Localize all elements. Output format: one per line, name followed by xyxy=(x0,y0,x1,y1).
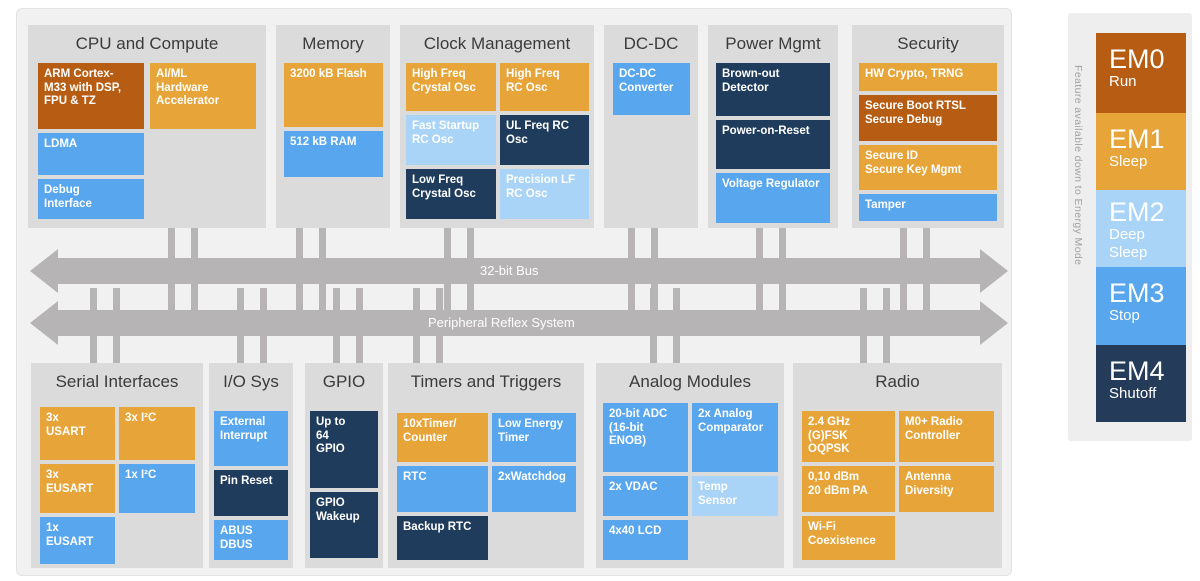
bus-32bit-arrow: 32-bit Bus xyxy=(30,249,1008,293)
block-hw-crypto-trng: HW Crypto, TRNG xyxy=(859,63,997,91)
bus-prs-arrow: Peripheral Reflex System xyxy=(30,301,1008,345)
bus-arrowhead-right-icon xyxy=(980,301,1008,345)
block-temp-sensor: Temp Sensor xyxy=(692,476,778,516)
panel-dcdc: DC-DC DC-DC Converter xyxy=(604,25,698,228)
panel-clock-management: Clock Management High Freq Crystal Osc H… xyxy=(400,25,594,228)
bus-arrowhead-right-icon xyxy=(980,249,1008,293)
panel-title: Timers and Triggers xyxy=(410,372,562,391)
block-antenna-diversity: Antenna Diversity xyxy=(899,466,994,512)
energy-mode-state: Stop xyxy=(1109,307,1140,325)
energy-mode-em2: EM2 Deep Sleep xyxy=(1096,190,1186,267)
block-aiml-accelerator: AI/ML Hardware Accelerator xyxy=(150,63,256,129)
block-wifi-coexistence: Wi-Fi Coexistence xyxy=(802,516,895,560)
block-watchdog: 2xWatchdog xyxy=(492,466,576,512)
energy-mode-state: Shutoff xyxy=(1109,385,1157,403)
block-gpio-wakeup: GPIO Wakeup xyxy=(310,492,378,558)
energy-mode-state: Sleep xyxy=(1109,153,1148,171)
panel-title: Radio xyxy=(875,372,920,391)
block-pin-reset: Pin Reset xyxy=(214,470,288,516)
energy-mode-name: EM2 xyxy=(1109,197,1165,227)
block-flash: 3200 kB Flash xyxy=(284,63,383,127)
block-high-freq-crystal-osc: High Freq Crystal Osc xyxy=(406,63,496,111)
panel-gpio: GPIO Up to 64 GPIO GPIO Wakeup xyxy=(305,363,383,568)
block-low-freq-crystal-osc: Low Freq Crystal Osc xyxy=(406,169,496,219)
block-secure-id-key-mgmt: Secure ID Secure Key Mgmt xyxy=(859,145,997,190)
energy-mode-name: EM1 xyxy=(1109,124,1165,154)
energy-mode-em3: EM3 Stop xyxy=(1096,267,1186,345)
energy-mode-sidebar: Feature available down to Energy Mode EM… xyxy=(1068,13,1192,441)
block-eusart-1x: 1x EUSART xyxy=(40,517,115,564)
block-arm-cortex-m33: ARM Cortex- M33 with DSP, FPU & TZ xyxy=(38,63,144,129)
block-tamper: Tamper xyxy=(859,194,997,221)
energy-mode-name: EM3 xyxy=(1109,278,1165,308)
block-backup-rtc: Backup RTC xyxy=(397,516,488,560)
block-i2c-1x: 1x I²C xyxy=(119,464,195,513)
panel-io-sys: I/O Sys External Interrupt Pin Reset ABU… xyxy=(209,363,293,568)
block-adc: 20-bit ADC (16-bit ENOB) xyxy=(603,403,688,472)
panel-title: Power Mgmt xyxy=(725,34,821,53)
block-i2c-3x: 3x I²C xyxy=(119,407,195,460)
energy-mode-state: Run xyxy=(1109,73,1137,91)
energy-mode-state: Deep Sleep xyxy=(1109,226,1148,262)
block-gpio-count: Up to 64 GPIO xyxy=(310,411,378,488)
bus-arrowhead-left-icon xyxy=(30,301,58,345)
bus-body xyxy=(56,310,982,336)
block-timer-counter: 10xTimer/ Counter xyxy=(397,413,488,462)
energy-mode-vertical-label: Feature available down to Energy Mode xyxy=(1072,65,1084,266)
block-analog-comparator: 2x Analog Comparator xyxy=(692,403,778,472)
block-m0-radio-controller: M0+ Radio Controller xyxy=(899,411,994,462)
block-vdac: 2x VDAC xyxy=(603,476,688,516)
block-abus-dbus: ABUS DBUS xyxy=(214,520,288,560)
panel-title: DC-DC xyxy=(623,34,679,53)
energy-mode-em4: EM4 Shutoff xyxy=(1096,345,1186,422)
block-eusart-3x: 3x EUSART xyxy=(40,464,115,513)
panel-title: I/O Sys xyxy=(223,372,279,391)
block-dcdc-converter: DC-DC Converter xyxy=(613,63,690,115)
block-power-on-reset: Power-on-Reset xyxy=(716,120,830,169)
panel-serial-interfaces: Serial Interfaces 3x USART 3x I²C 3x EUS… xyxy=(31,363,203,568)
energy-mode-name: EM0 xyxy=(1109,44,1165,74)
block-ul-freq-rc-osc: UL Freq RC Osc xyxy=(500,115,589,165)
block-secure-boot: Secure Boot RTSL Secure Debug xyxy=(859,95,997,141)
panel-security: Security HW Crypto, TRNG Secure Boot RTS… xyxy=(852,25,1004,228)
block-high-freq-rc-osc: High Freq RC Osc xyxy=(500,63,589,111)
energy-mode-name: EM4 xyxy=(1109,356,1165,386)
block-external-interrupt: External Interrupt xyxy=(214,411,288,466)
panel-title: CPU and Compute xyxy=(75,34,219,53)
block-brownout-detector: Brown-out Detector xyxy=(716,63,830,116)
panel-title: Analog Modules xyxy=(629,372,751,391)
panel-cpu-and-compute: CPU and Compute ARM Cortex- M33 with DSP… xyxy=(28,25,266,228)
block-precision-lf-rc-osc: Precision LF RC Osc xyxy=(500,169,589,219)
panel-memory: Memory 3200 kB Flash 512 kB RAM xyxy=(276,25,390,228)
panel-title: Clock Management xyxy=(423,34,571,53)
panel-title: GPIO xyxy=(322,372,366,391)
energy-mode-em0: EM0 Run xyxy=(1096,33,1186,113)
panel-timers-triggers: Timers and Triggers 10xTimer/ Counter Lo… xyxy=(388,363,584,568)
block-lcd: 4x40 LCD xyxy=(603,520,688,560)
bus-body xyxy=(56,258,982,284)
panel-power-mgmt: Power Mgmt Brown-out Detector Power-on-R… xyxy=(708,25,838,228)
block-usart: 3x USART xyxy=(40,407,115,460)
energy-mode-em1: EM1 Sleep xyxy=(1096,113,1186,190)
bus-32bit-label: 32-bit Bus xyxy=(480,263,539,278)
block-voltage-regulator: Voltage Regulator xyxy=(716,173,830,223)
panel-analog-modules: Analog Modules 20-bit ADC (16-bit ENOB) … xyxy=(596,363,784,568)
bus-prs-label: Peripheral Reflex System xyxy=(428,315,575,330)
block-low-energy-timer: Low Energy Timer xyxy=(492,413,576,462)
block-ram: 512 kB RAM xyxy=(284,131,383,177)
panel-radio: Radio 2.4 GHz (G)FSK OQPSK M0+ Radio Con… xyxy=(793,363,1002,568)
panel-title: Serial Interfaces xyxy=(55,372,179,391)
block-rtc: RTC xyxy=(397,466,488,512)
bus-arrowhead-left-icon xyxy=(30,249,58,293)
block-pa-power: 0,10 dBm 20 dBm PA xyxy=(802,466,895,512)
block-debug-interface: Debug Interface xyxy=(38,179,144,219)
block-rf-24ghz: 2.4 GHz (G)FSK OQPSK xyxy=(802,411,895,462)
panel-title: Security xyxy=(897,34,959,53)
block-ldma: LDMA xyxy=(38,133,144,175)
panel-title: Memory xyxy=(302,34,364,53)
block-fast-startup-rc-osc: Fast Startup RC Osc xyxy=(406,115,496,165)
